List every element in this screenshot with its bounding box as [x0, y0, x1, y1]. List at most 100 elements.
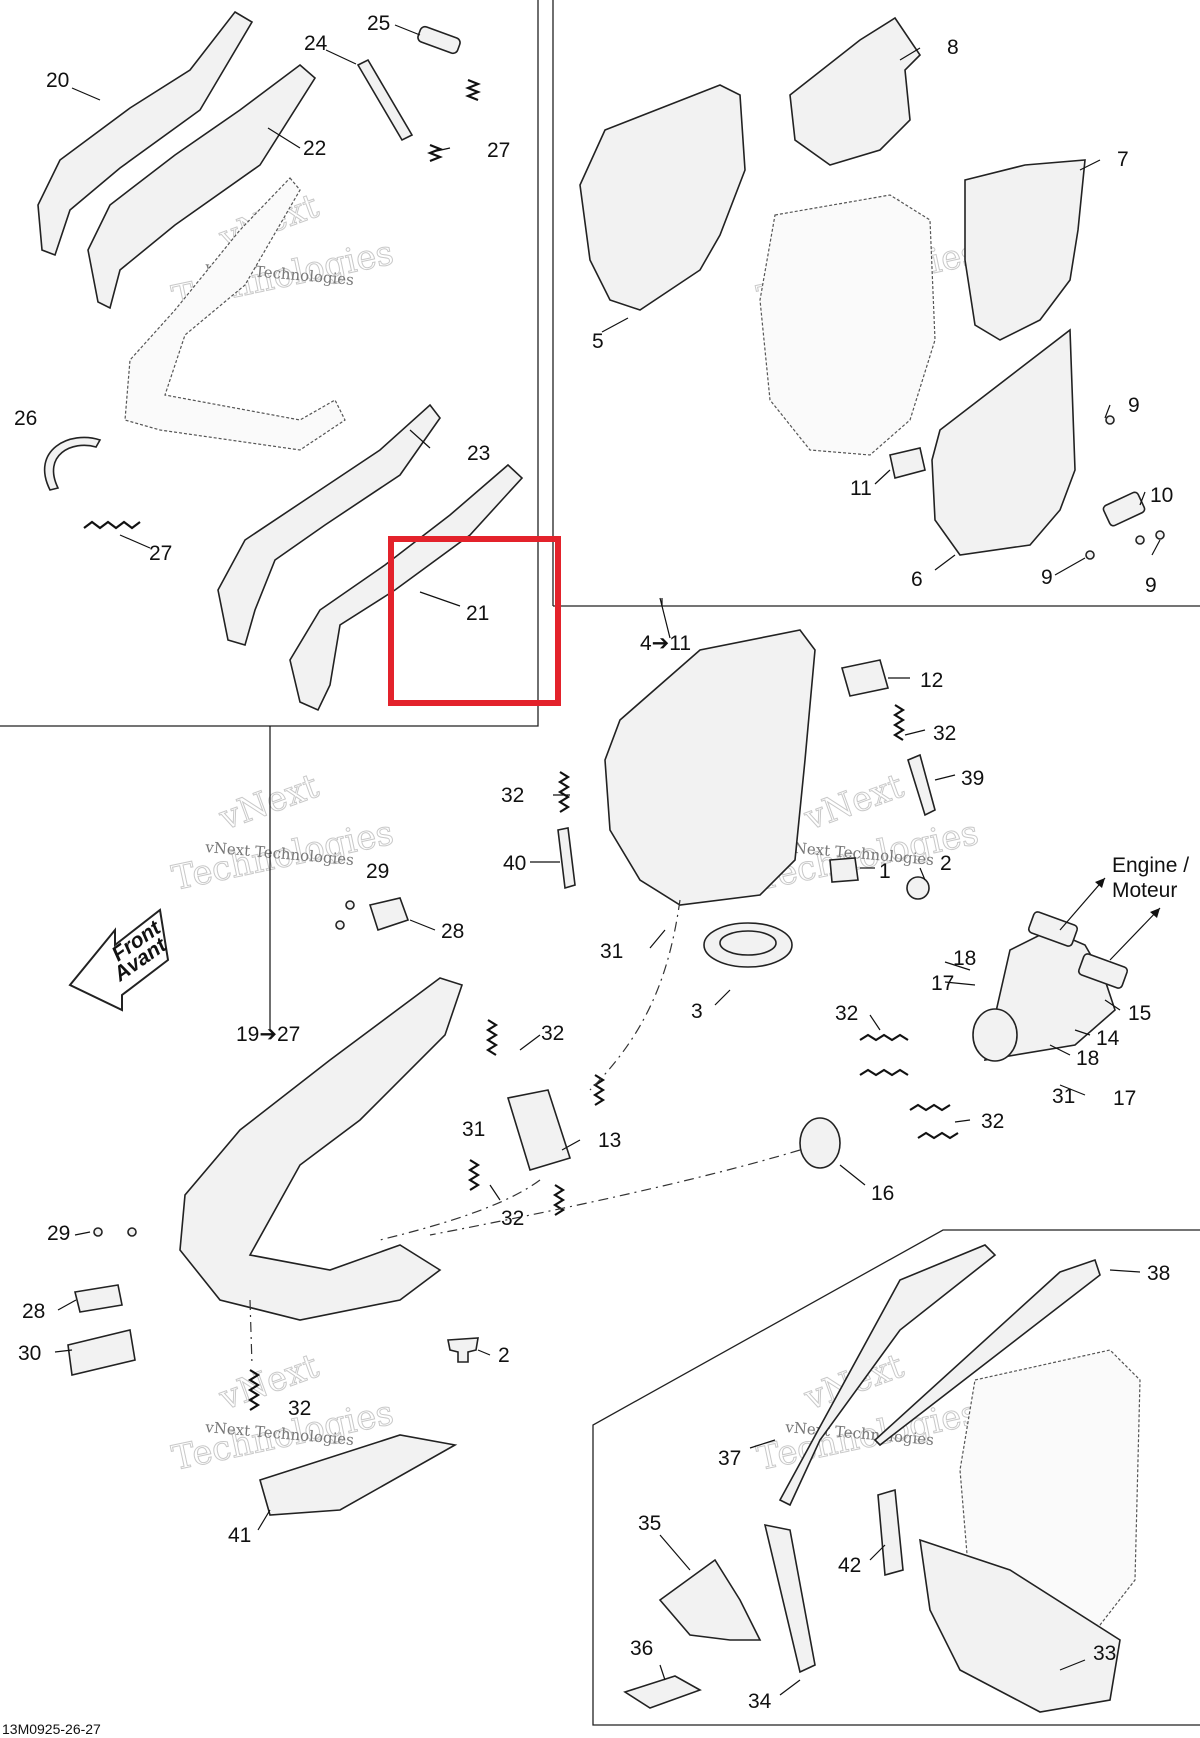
callout: 32 — [835, 1002, 858, 1025]
part-8-gasket — [789, 16, 922, 166]
moteur-label: Moteur — [1112, 879, 1177, 902]
callout: 18 — [953, 947, 976, 970]
callout: 32 — [501, 1207, 524, 1230]
part-40-strap — [557, 827, 576, 890]
callout: 17 — [1113, 1087, 1136, 1110]
callout: 23 — [467, 442, 490, 465]
part-7-gasket — [964, 159, 1086, 341]
part-34-plate — [763, 1523, 816, 1674]
part-32-spring-k — [247, 1369, 261, 1411]
part-22-heat-shield — [87, 63, 317, 310]
part-27-spring-a — [465, 78, 481, 102]
part-25-bracket — [417, 25, 461, 55]
part-20-heat-shield — [37, 10, 254, 257]
callout: 18 — [1076, 1047, 1099, 1070]
part-9-nut-a — [1105, 415, 1115, 425]
callout: 32 — [541, 1022, 564, 1045]
callout: 32 — [501, 784, 524, 807]
middle-parts — [67, 629, 1129, 1516]
callout: 29 — [366, 860, 389, 883]
connection-lines — [249, 899, 801, 1366]
callout: 32 — [981, 1110, 1004, 1133]
callout: 39 — [961, 767, 984, 790]
callout: 32 — [288, 1397, 311, 1420]
callout: 15 — [1128, 1002, 1151, 1025]
part-15-gasket-a — [1027, 911, 1079, 947]
part-32-spring-e — [467, 1159, 481, 1191]
callout: 40 — [503, 852, 526, 875]
part-32-spring-f — [552, 1184, 566, 1216]
callout: 8 — [947, 36, 959, 59]
part-23-heat-shield — [217, 403, 441, 646]
callout: 31 — [600, 940, 623, 963]
callout: 30 — [18, 1342, 41, 1365]
callout: 22 — [303, 137, 326, 160]
callout: 2 — [940, 852, 952, 875]
part-28-bracket-upper — [368, 897, 410, 932]
part-42-strip — [877, 1488, 904, 1577]
callout: 32 — [933, 722, 956, 745]
callout: 11 — [850, 477, 872, 500]
watermark-3: vNext — [213, 766, 324, 839]
part-32-spring-c — [485, 1019, 499, 1056]
callout: 27 — [487, 139, 510, 162]
part-9-nut-b — [1085, 550, 1095, 560]
part-32-spring-a — [892, 704, 906, 741]
part-11-clip — [889, 447, 926, 479]
part-32-spring-b — [557, 771, 571, 813]
part-38-strip — [873, 1258, 1101, 1447]
callout: 21 — [466, 602, 489, 625]
engine-label: Engine / — [1112, 854, 1189, 877]
top-right-parts — [579, 16, 1165, 560]
part-muffler-outline — [759, 194, 936, 456]
part-13-sleeve — [506, 1089, 572, 1171]
part-2-bumper — [906, 876, 930, 900]
part-32-spring-h — [859, 1068, 909, 1077]
engine-direction: Engine / Moteur — [1059, 854, 1189, 961]
part-2-bumper-lower — [447, 1337, 479, 1363]
part-27-spring-c — [83, 520, 141, 530]
callout: 36 — [630, 1637, 653, 1660]
part-37-shield — [778, 1244, 997, 1507]
callout: 4➔11 — [640, 632, 691, 655]
part-39-strap — [907, 753, 936, 817]
part-21-heat-shield — [289, 463, 524, 712]
callout: 34 — [748, 1690, 772, 1713]
callout: 9 — [1128, 394, 1140, 417]
callout: 28 — [22, 1300, 45, 1323]
callout: 33 — [1093, 1642, 1116, 1665]
part-12-rubber-mount — [840, 659, 890, 697]
part-16-seal — [799, 1117, 841, 1169]
part-29-bolt-upper-a — [345, 900, 355, 910]
part-1-grommet — [829, 857, 859, 883]
callout: 38 — [1147, 1262, 1170, 1285]
springs-32 — [247, 704, 959, 1411]
callout: 20 — [46, 69, 69, 92]
callout: 16 — [871, 1182, 894, 1205]
part-28-bracket-lower — [74, 1284, 123, 1313]
part-19-tuned-pipe — [179, 977, 464, 1321]
bottom-right-parts — [623, 1244, 1141, 1713]
callout: 29 — [47, 1222, 70, 1245]
part-35-deflector — [658, 1558, 762, 1641]
callout: 14 — [1096, 1027, 1120, 1050]
callout: 24 — [304, 32, 328, 55]
callout: 28 — [441, 920, 464, 943]
callout: 6 — [911, 568, 923, 591]
callout: 41 — [228, 1524, 251, 1547]
part-27-spring-b — [427, 143, 443, 163]
part-32-spring-i — [909, 1103, 951, 1112]
callout: 12 — [920, 669, 943, 692]
part-32-spring-d — [592, 1074, 606, 1106]
part-4-muffler — [604, 629, 816, 906]
callout: 7 — [1117, 148, 1129, 171]
part-30-mount-plate — [67, 1329, 136, 1376]
callout: 26 — [14, 407, 37, 430]
callout: 27 — [149, 542, 172, 565]
callout: 31 — [462, 1118, 485, 1141]
part-29-bolt-lower-a — [93, 1227, 103, 1237]
reference-code: 13M0925-26-27 — [2, 1721, 101, 1737]
part-14-manifold-flange — [972, 1008, 1018, 1062]
